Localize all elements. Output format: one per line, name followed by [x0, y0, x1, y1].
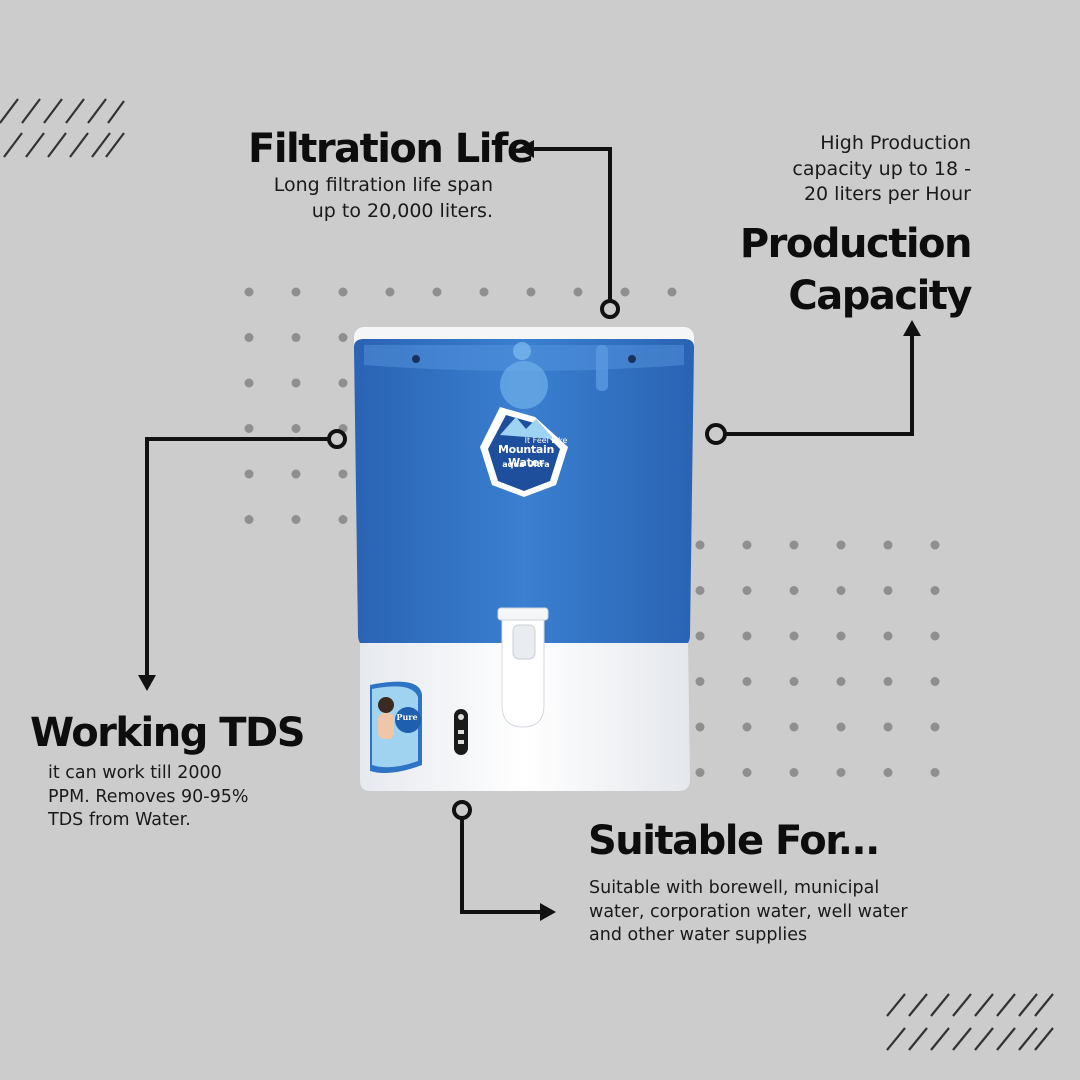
connector-filtration	[518, 140, 620, 319]
suitable-line-1: Suitable with borewell, municipal	[589, 878, 880, 898]
tds-line-1: it can work till 2000	[48, 763, 222, 783]
production-line-3: 20 liters per Hour	[803, 183, 971, 206]
dot	[742, 722, 752, 732]
dot	[836, 722, 846, 732]
dot	[883, 540, 893, 550]
product-brand-label: Mountain Water	[497, 443, 555, 469]
dot	[291, 333, 301, 342]
dot	[930, 631, 940, 641]
suitable-line-3: and other water supplies	[589, 925, 808, 946]
dot	[930, 722, 940, 732]
production-title-line-2: Capacity	[788, 273, 972, 319]
filtration-line-1: Long filtration life span	[273, 174, 493, 196]
dot	[742, 586, 752, 595]
dot	[244, 469, 254, 479]
dot	[742, 540, 752, 550]
dot	[695, 586, 705, 595]
dot	[789, 631, 799, 641]
working-tds-description: it can work till 2000 PPM. Removes 90-95…	[48, 762, 288, 833]
dot	[695, 722, 705, 732]
dot	[789, 540, 799, 550]
dot	[244, 333, 254, 342]
production-line-2: capacity up to 18 -	[792, 157, 971, 180]
dot	[385, 287, 395, 297]
suitable-for-description: Suitable with borewell, municipal water,…	[589, 877, 949, 948]
filtration-line-2: up to 20,000 liters.	[311, 199, 493, 222]
dot	[432, 287, 442, 297]
dot	[695, 677, 705, 686]
working-tds-title: Working TDS	[30, 710, 306, 756]
dot	[338, 515, 348, 524]
connector-tds	[138, 429, 347, 691]
water-purifier-image	[354, 327, 694, 791]
dot	[338, 287, 348, 297]
dot	[667, 287, 677, 297]
dot	[930, 540, 940, 550]
tds-line-2: PPM. Removes 90-95%	[48, 786, 249, 807]
dot	[836, 677, 846, 686]
dot	[695, 540, 705, 550]
tds-line-3: TDS from Water.	[48, 810, 191, 831]
dot	[526, 287, 536, 297]
production-capacity-description: High Production capacity up to 18 - 20 l…	[740, 131, 971, 208]
dot	[291, 287, 301, 297]
hatch-decoration-top-left	[0, 98, 125, 158]
dot	[695, 768, 705, 777]
dot	[291, 515, 301, 524]
dot	[573, 287, 583, 297]
product-sub-brand: aqua Ultra	[502, 460, 550, 469]
suitable-for-title: Suitable For...	[588, 818, 880, 864]
dot	[742, 768, 752, 777]
dot	[789, 677, 799, 686]
sticker-pure-label: Pure	[396, 712, 418, 722]
dot	[244, 378, 254, 388]
dot	[244, 287, 254, 297]
hatch-decoration-bottom-right	[886, 993, 1054, 1051]
dot	[883, 722, 893, 732]
production-line-1: High Production	[820, 132, 971, 154]
dot	[883, 768, 893, 777]
dot	[836, 768, 846, 777]
dot	[338, 378, 348, 388]
dot	[789, 722, 799, 732]
production-title-line-1: Production	[739, 221, 973, 267]
dot	[930, 677, 940, 686]
dot	[883, 631, 893, 641]
dot	[836, 631, 846, 641]
product-tagline: It Feel Like	[524, 436, 568, 445]
dot	[836, 540, 846, 550]
dot	[930, 586, 940, 595]
suitable-line-2: water, corporation water, well water	[589, 901, 908, 922]
filtration-life-description: Long filtration life span up to 20,000 l…	[230, 173, 493, 224]
dot	[291, 424, 301, 433]
connector-suitable	[452, 800, 556, 921]
dot	[742, 677, 752, 686]
dot	[742, 631, 752, 641]
dot	[479, 287, 489, 297]
dot-grid-lower	[695, 540, 940, 777]
dot	[789, 768, 799, 777]
dot	[695, 631, 705, 641]
production-capacity-title: Production Capacity	[700, 218, 973, 322]
dot	[789, 586, 799, 595]
connector-production	[705, 320, 921, 445]
dot	[930, 768, 940, 777]
dot	[244, 424, 254, 433]
dot	[291, 469, 301, 479]
dot	[338, 333, 348, 342]
dot	[883, 677, 893, 686]
dot	[291, 378, 301, 388]
filtration-life-title: Filtration Life	[248, 126, 534, 172]
dot	[338, 469, 348, 479]
dot	[244, 515, 254, 524]
dot	[883, 586, 893, 595]
dot	[620, 287, 630, 297]
dot	[836, 586, 846, 595]
